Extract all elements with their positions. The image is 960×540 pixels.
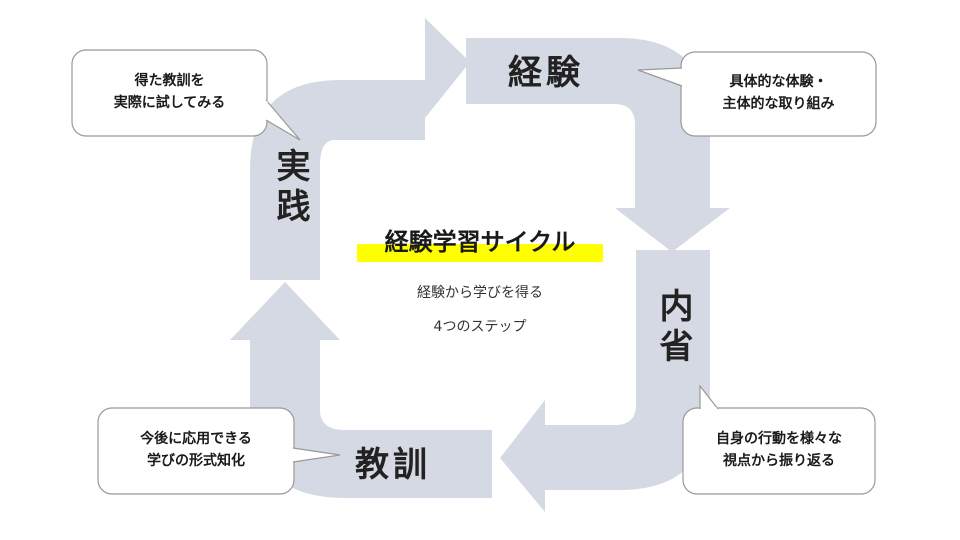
arrow-top-right <box>466 38 730 252</box>
callout-experience <box>637 51 877 137</box>
callout-conceptualization <box>97 407 341 495</box>
stage-label-conceptualization: 教訓 <box>355 445 431 485</box>
arrow-bottom-left <box>230 282 492 498</box>
arrow-top-left <box>250 18 470 280</box>
callout-reflection <box>682 384 876 495</box>
callout-text-reflection: 自身の行動を様々な 視点から振り返る <box>716 431 842 469</box>
callout-practice <box>71 49 301 141</box>
arrow-bottom-right <box>500 250 710 512</box>
callout-text-practice: 得た教訓を 実際に試してみる <box>113 73 226 111</box>
stage-label-experience: 経験 <box>508 53 584 93</box>
diagram-title: 経験学習サイクル <box>357 222 603 262</box>
stage-label-reflection: 内省 <box>653 288 693 368</box>
callout-text-conceptualization: 今後に応用できる 学びの形式知化 <box>140 431 252 469</box>
subtitle-line-2: 4つのステップ <box>433 319 527 335</box>
stage-label-practice: 実践 <box>270 148 310 228</box>
subtitle-line-1: 経験から学びを得る <box>417 285 543 301</box>
callout-text-experience: 具体的な体験・ 主体的な取り組み <box>722 74 835 112</box>
